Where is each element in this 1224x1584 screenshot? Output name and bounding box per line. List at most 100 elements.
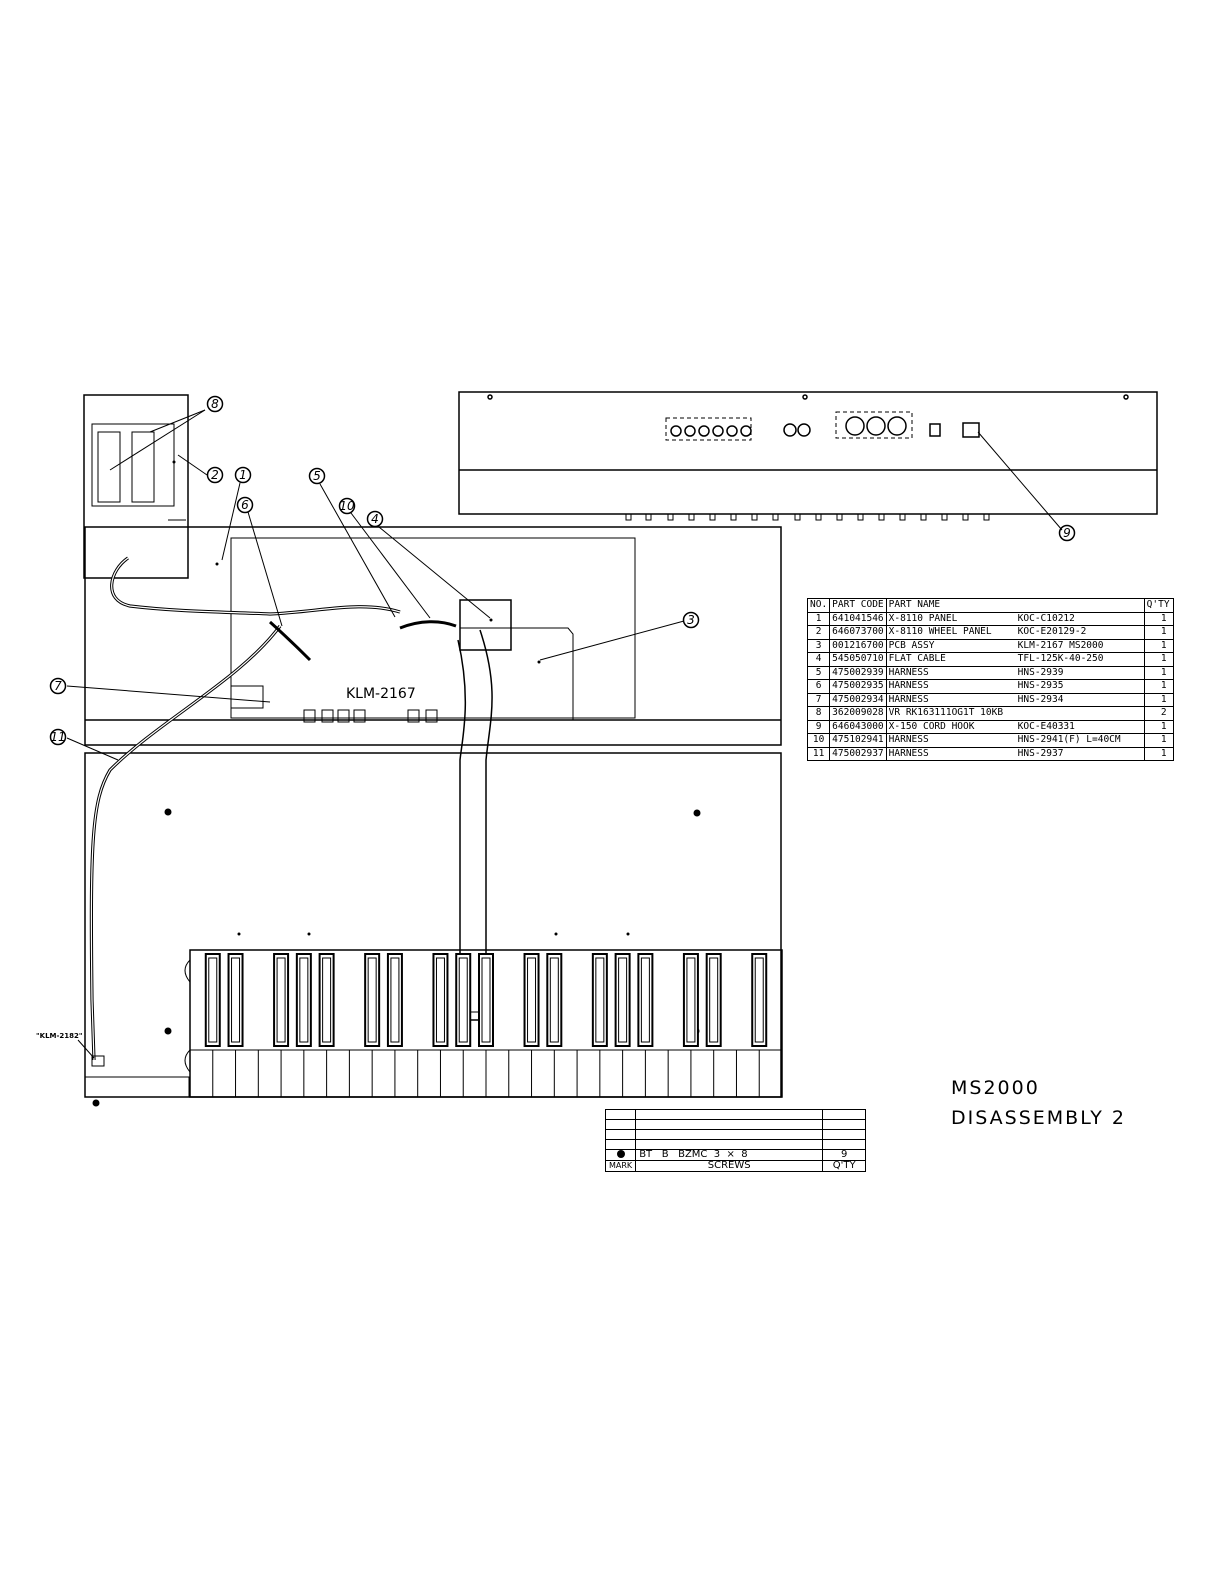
part-code: 475002937 xyxy=(829,746,887,761)
black-key xyxy=(273,953,290,1047)
black-key xyxy=(705,953,722,1047)
black-key-inner xyxy=(595,957,605,1043)
black-key xyxy=(204,953,221,1047)
flat-cable-box xyxy=(459,599,512,651)
header-ref xyxy=(1015,598,1145,613)
parts-table-header: NO. PART CODE PART NAME Q'TY xyxy=(806,598,1174,613)
black-key-inner xyxy=(549,957,559,1043)
black-key xyxy=(478,953,494,1047)
black-key-inner xyxy=(640,957,650,1043)
part-code: 641041546 xyxy=(829,611,887,626)
part-qty: 1 xyxy=(1143,692,1174,707)
callout-7: 7 xyxy=(54,679,62,693)
wheel-panel xyxy=(83,394,189,579)
part-no: 11 xyxy=(806,746,831,761)
part-no: 1 xyxy=(806,611,831,626)
part-qty: 1 xyxy=(1143,665,1174,680)
callout-1: 1 xyxy=(239,468,247,482)
callout-11: 11 xyxy=(50,730,65,744)
part-name: PCB ASSY xyxy=(885,638,1016,653)
part-name: X-8110 WHEEL PANEL xyxy=(885,625,1016,640)
connector-label: "KLM-2182" xyxy=(36,1032,83,1040)
rear-panel xyxy=(458,391,1158,515)
part-ref: TFL-125K-40-250 xyxy=(1015,652,1145,667)
black-key xyxy=(682,953,699,1047)
col-screws: SCREWS xyxy=(635,1160,824,1172)
part-qty: 1 xyxy=(1143,679,1174,694)
part-qty: 1 xyxy=(1143,733,1174,748)
part-code: 475002935 xyxy=(829,679,887,694)
callout-2: 2 xyxy=(211,468,219,482)
black-key xyxy=(751,953,768,1047)
part-no: 7 xyxy=(806,692,831,707)
part-code: 646043000 xyxy=(829,719,887,734)
part-qty: 1 xyxy=(1143,719,1174,734)
main-panel xyxy=(84,526,782,746)
part-no: 6 xyxy=(806,679,831,694)
callout-8: 8 xyxy=(211,397,219,411)
screw-row: BT B BZMC 3 × 8 9 xyxy=(604,1149,867,1161)
callout-6: 6 xyxy=(241,498,249,512)
part-code: 475002939 xyxy=(829,665,887,680)
black-key-inner xyxy=(231,957,241,1043)
black-key-inner xyxy=(618,957,628,1043)
black-key-inner xyxy=(322,957,332,1043)
black-key-inner xyxy=(390,957,400,1043)
black-key-inner xyxy=(276,957,286,1043)
black-key-inner xyxy=(435,957,445,1043)
screw-table-footer: MARK SCREWS Q'TY xyxy=(604,1160,867,1172)
part-no: 4 xyxy=(806,652,831,667)
part-no: 2 xyxy=(806,625,831,640)
black-key-inner xyxy=(367,957,377,1043)
black-key xyxy=(523,953,540,1047)
part-no: 5 xyxy=(806,665,831,680)
black-key xyxy=(614,953,631,1047)
part-no: 3 xyxy=(806,638,831,653)
header-qty: Q'TY xyxy=(1143,598,1174,613)
part-code: 362009028 xyxy=(829,706,887,721)
screw-qty: 9 xyxy=(822,1149,867,1161)
part-name: HARNESS xyxy=(885,733,1016,748)
part-no: 9 xyxy=(806,719,831,734)
black-key-inner xyxy=(458,957,468,1043)
col-mark: MARK xyxy=(604,1160,637,1172)
black-key xyxy=(591,953,608,1047)
screw-spec: BT B BZMC 3 × 8 xyxy=(635,1149,824,1161)
part-code: 475102941 xyxy=(829,733,887,748)
black-key xyxy=(386,953,403,1047)
part-qty: 1 xyxy=(1143,652,1174,667)
black-key xyxy=(432,953,449,1047)
part-code: 475002934 xyxy=(829,692,887,707)
header-part-name: PART NAME xyxy=(885,598,1016,613)
callout-10: 10 xyxy=(339,499,355,513)
black-key-inner xyxy=(527,957,537,1043)
callout-3: 3 xyxy=(687,613,695,627)
col-qty: Q'TY xyxy=(822,1160,867,1172)
black-key xyxy=(637,953,654,1047)
part-ref: HNS-2934 xyxy=(1015,692,1145,707)
callout-5: 5 xyxy=(313,469,321,483)
part-name: X-150 CORD HOOK xyxy=(885,719,1016,734)
header-no: NO. xyxy=(806,598,831,613)
black-key xyxy=(295,953,312,1047)
black-key-inner xyxy=(481,957,491,1043)
part-qty: 1 xyxy=(1143,625,1174,640)
part-ref: KOC-C10212 xyxy=(1015,611,1145,626)
part-name: HARNESS xyxy=(885,692,1016,707)
part-code: 545050710 xyxy=(829,652,887,667)
part-name: HARNESS xyxy=(885,746,1016,761)
part-no: 10 xyxy=(806,733,831,748)
part-ref: HNS-2941(F) L=40CM xyxy=(1015,733,1145,748)
black-key-inner xyxy=(208,957,218,1043)
keys xyxy=(204,953,768,1097)
cord-hook xyxy=(962,422,980,438)
